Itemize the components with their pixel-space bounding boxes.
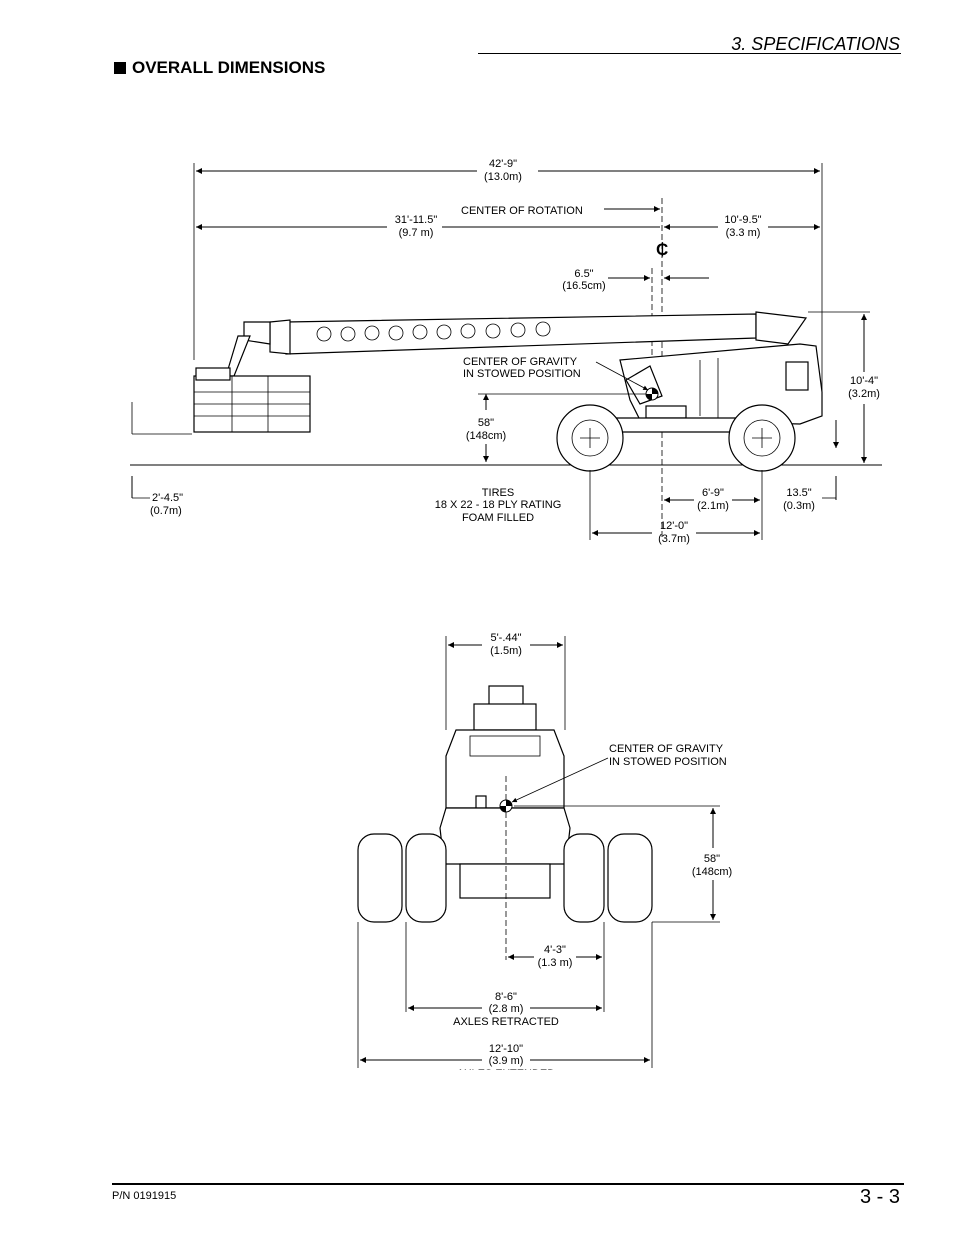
front-cg-height-text: 58" (704, 853, 720, 865)
top-width-text: 5'-.44" (490, 632, 521, 644)
front-wheel (556, 404, 624, 472)
tires-label-line2: 18 X 22 - 18 PLY RATING (435, 499, 562, 511)
tire-outer-left (357, 833, 403, 923)
cg-lateral-metric: (1.3 m) (538, 957, 573, 969)
tires-label-line1: TIRES (482, 487, 514, 499)
overall-length-text: 42'-9" (489, 158, 517, 170)
wheelbase-text: 12'-0" (660, 520, 688, 532)
rear-wheel (728, 404, 796, 472)
part-number: P/N 0191915 (112, 1190, 177, 1202)
header-rule (478, 53, 901, 54)
width-extended-text: 12'-10" (489, 1043, 523, 1055)
overall-height-text: 10'-4" (850, 375, 878, 387)
width-retracted-text: 8'-6" (495, 991, 517, 1003)
width-retracted-note: AXLES RETRACTED (453, 1016, 559, 1028)
front-view-drawing: 5'-.44" (1.5m) CENTER (357, 632, 732, 1080)
front-length-text: 31'-11.5" (395, 214, 438, 226)
front-upper-body (445, 685, 565, 809)
front-cg-height-metric: (148cm) (692, 866, 732, 878)
tire-outer-right (607, 833, 653, 923)
ground-clearance-text: 13.5" (786, 487, 811, 499)
cg-offset-text: 6.5" (574, 268, 593, 280)
platform-basket (193, 367, 311, 433)
page-heading: OVERALL DIMENSIONS (114, 58, 325, 78)
cg-lateral-text: 4'-3" (544, 944, 566, 956)
overall-height-metric: (3.2m) (848, 388, 880, 400)
tire-inner-right (563, 833, 605, 923)
section-title: 3. SPECIFICATIONS (731, 34, 900, 54)
front-cg-label-line1: CENTER OF GRAVITY (609, 743, 724, 755)
cg-height-metric: (148cm) (466, 430, 506, 442)
top-width-metric: (1.5m) (490, 645, 522, 657)
center-of-rotation-label: CENTER OF ROTATION (461, 205, 583, 217)
bullet-square-icon (114, 62, 126, 74)
page-title: OVERALL DIMENSIONS (132, 58, 326, 77)
front-length-metric: (9.7 m) (399, 227, 434, 239)
cg-offset-metric: (16.5cm) (562, 280, 605, 292)
rear-length-text: 10'-9.5" (724, 214, 761, 226)
center-of-gravity-icon (645, 387, 659, 401)
ground-clearance-metric: (0.3m) (783, 500, 815, 512)
front-cg-label-line2: IN STOWED POSITION (609, 756, 727, 768)
overall-length-metric: (13.0m) (484, 171, 522, 183)
rear-length-metric: (3.3 m) (726, 227, 761, 239)
boom (243, 311, 808, 355)
footer-rule (112, 1183, 904, 1185)
cg-height-text: 58" (478, 417, 494, 429)
width-extended-metric: (3.9 m) (489, 1055, 524, 1067)
platform-height-metric: (0.7m) (150, 505, 182, 517)
centerline-symbol: ₵ (656, 240, 668, 259)
tire-inner-left (405, 833, 447, 923)
wheelbase-metric: (3.7m) (658, 533, 690, 545)
cg-label-line2: IN STOWED POSITION (463, 368, 581, 380)
axle-to-cr-metric: (2.1m) (697, 500, 729, 512)
width-retracted-metric: (2.8 m) (489, 1003, 524, 1015)
platform-height-text: 2'-4.5" (152, 492, 183, 504)
tires-label-line3: FOAM FILLED (462, 512, 534, 524)
side-view-drawing: 42'-9" (13.0m) 31'-11.5" (9.7 m) CENTER … (130, 158, 882, 545)
axle-to-cr-text: 6'-9" (702, 487, 724, 499)
page-number: 3 - 3 (859, 1186, 900, 1208)
cg-label-line1: CENTER OF GRAVITY (463, 356, 578, 368)
front-center-of-gravity-icon (499, 799, 513, 813)
chassis (588, 343, 823, 433)
